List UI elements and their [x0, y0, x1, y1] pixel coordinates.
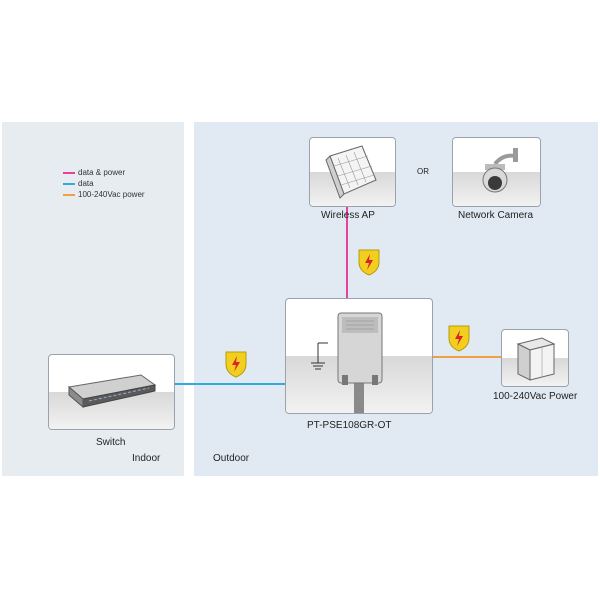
power-label: 100-240Vac Power	[493, 391, 578, 402]
camera-icon	[482, 148, 518, 193]
network-camera-label: Network Camera	[458, 210, 534, 221]
legend-item-data: data	[63, 178, 145, 189]
lightning-shield-icon	[448, 325, 470, 352]
switch-icon	[67, 374, 157, 409]
wireless-ap-icon	[325, 145, 377, 199]
wireless-ap-card[interactable]	[309, 137, 396, 207]
power-cabinet-card[interactable]	[501, 329, 569, 387]
legend-label-data: data	[78, 179, 94, 188]
pse-device-icon	[337, 312, 383, 413]
indoor-label: Indoor	[132, 453, 161, 464]
legend-swatch-data	[63, 182, 75, 185]
ground-icon	[311, 342, 328, 370]
pse-card[interactable]	[285, 298, 433, 414]
legend-label-data-power: data & power	[78, 168, 126, 177]
network-camera-card[interactable]	[452, 137, 541, 207]
power-cabinet-icon	[516, 337, 556, 381]
switch-card[interactable]	[48, 354, 175, 430]
or-label: OR	[417, 167, 429, 176]
legend-swatch-data-power	[63, 171, 75, 174]
wireless-ap-label: Wireless AP	[321, 210, 375, 221]
lightning-shield-icon	[358, 249, 380, 276]
legend-item-data-power: data & power	[63, 167, 145, 178]
legend: data & power data 100-240Vac power	[63, 167, 145, 200]
legend-label-ac-power: 100-240Vac power	[78, 190, 145, 199]
pse-label: PT-PSE108GR-OT	[307, 420, 392, 431]
lightning-shield-icon	[225, 351, 247, 378]
switch-label: Switch	[96, 437, 126, 448]
outdoor-label: Outdoor	[213, 453, 250, 464]
legend-item-ac-power: 100-240Vac power	[63, 189, 145, 200]
legend-swatch-ac-power	[63, 193, 75, 196]
